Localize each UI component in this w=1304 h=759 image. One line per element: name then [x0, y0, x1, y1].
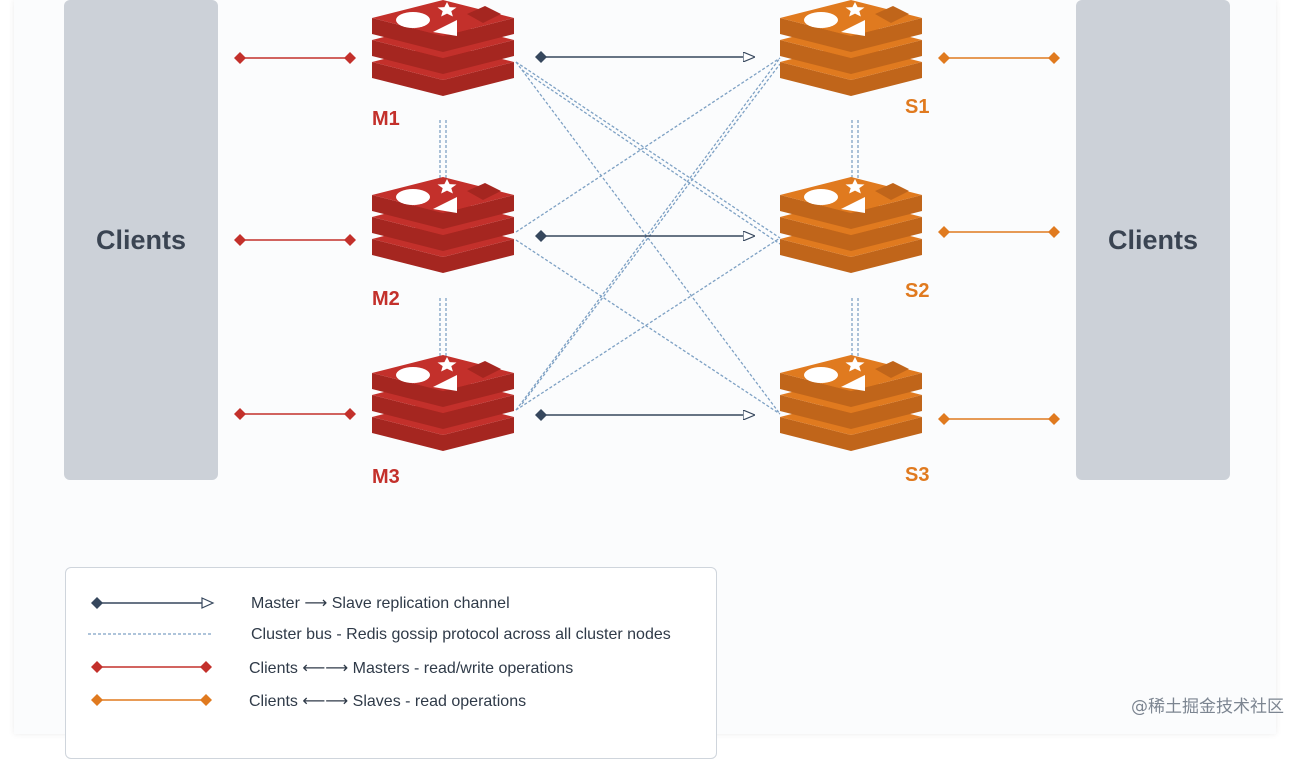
legend-row-cluster-bus: Cluster bus - Redis gossip protocol acro…: [66, 624, 716, 648]
legend-client-slave-swatch: [91, 694, 212, 706]
slave-label-s1: S1: [905, 96, 930, 118]
redis-stack-s2: [780, 177, 922, 273]
redis-stack-m3: [372, 355, 514, 451]
bus-m3-s1-b: [521, 63, 781, 405]
legend-client-master-swatch: [91, 661, 212, 673]
redis-stack-s1: [780, 0, 922, 96]
clients-right-box: Clients: [1076, 0, 1230, 480]
legend-box: Master ⟶ Slave replication channel Clust…: [65, 567, 717, 759]
legend-row-client-master: Clients ⟵⟶ Masters - read/write operatio…: [66, 656, 716, 680]
legend-replication-text: Master ⟶ Slave replication channel: [251, 595, 510, 612]
legend-row-replication: Master ⟶ Slave replication channel: [66, 591, 716, 615]
slave-label-s2: S2: [905, 280, 930, 302]
repl-diamond-1: [535, 51, 547, 63]
master-label-m3: M3: [372, 466, 400, 488]
bus-m3-s2: [515, 237, 781, 411]
redis-stack-m1: [372, 0, 514, 96]
bus-m2-s1: [515, 57, 781, 233]
bus-m3-s1: [515, 57, 781, 411]
legend-client-master-text: Clients ⟵⟶ Masters - read/write operatio…: [249, 660, 574, 677]
replication-start-diamonds: [535, 51, 547, 421]
legend-cluster-bus-text: Cluster bus - Redis gossip protocol acro…: [251, 626, 671, 643]
clients-left-box: Clients: [64, 0, 218, 480]
redis-stack-m2: [372, 177, 514, 273]
legend-client-slave-text: Clients ⟵⟶ Slaves - read operations: [249, 693, 527, 710]
bus-m1-s2: [515, 61, 781, 239]
repl-diamond-2: [535, 230, 547, 242]
replication-links: [541, 57, 754, 415]
clients-left-label: Clients: [95, 224, 187, 255]
cluster-diagram: [234, 0, 1060, 451]
bus-m1-s3: [515, 61, 781, 415]
client-master-links: [234, 52, 356, 420]
legend-replication-swatch: [91, 597, 215, 609]
legend-row-client-slave: Clients ⟵⟶ Slaves - read operations: [66, 689, 716, 713]
bus-m2-s3: [515, 239, 781, 415]
legend-cluster-bus-swatch: [88, 633, 211, 635]
watermark: @稀土掘金技术社区: [1131, 697, 1284, 717]
master-label-m2: M2: [372, 288, 400, 310]
clients-right-label: Clients: [1107, 224, 1199, 255]
master-label-m1: M1: [372, 108, 400, 130]
repl-diamond-3: [535, 409, 547, 421]
redis-stacks: [372, 0, 922, 451]
client-slave-links: [938, 52, 1060, 425]
cluster-bus-links: [439, 57, 859, 415]
redis-stack-s3: [780, 355, 922, 451]
bus-m1-s2-b: [521, 69, 781, 245]
slave-label-s3: S3: [905, 464, 930, 486]
